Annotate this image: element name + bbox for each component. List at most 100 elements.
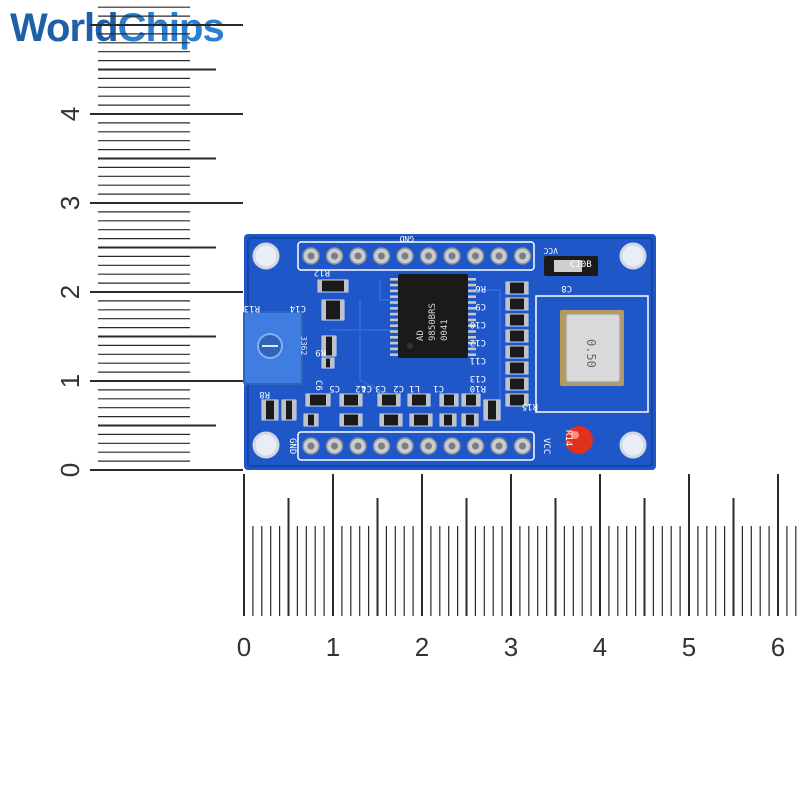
header-pin-hole (354, 252, 362, 260)
header-pin-hole (401, 252, 409, 260)
smd-part-terminal (344, 280, 348, 292)
ic-pin (390, 307, 400, 310)
potentiometer: 3362 (243, 311, 308, 385)
trace (379, 280, 398, 301)
header-pin-hole (519, 252, 526, 260)
silkscreen-label: L2 (355, 383, 366, 393)
ic-pin (466, 336, 476, 339)
smd-part-terminal (292, 400, 296, 420)
header-pin-hole (448, 442, 456, 450)
smd-part-terminal (326, 394, 330, 406)
smd-part-terminal (340, 414, 344, 426)
smd-part-terminal (262, 400, 266, 420)
smd-part-terminal (506, 298, 510, 310)
smd-part-terminal (398, 414, 402, 426)
brand-logo: WorldChips (10, 6, 225, 51)
header-pin-hole (519, 442, 526, 450)
ic-pin (466, 324, 476, 327)
vertical-ruler-label: 4 (55, 107, 85, 121)
ic-pin (390, 295, 400, 298)
smd-part-terminal (340, 394, 344, 406)
ic-pin (466, 353, 476, 356)
ic-pin (466, 312, 476, 316)
silkscreen-label: C2 (393, 383, 404, 393)
smd-part-terminal (322, 300, 326, 320)
ic-label-1: AD (416, 330, 426, 341)
smd-part-terminal (506, 394, 510, 406)
silkscreen-label: C9 (475, 301, 486, 311)
ic-ad9850: AD 9850BRS 0041 (390, 274, 476, 358)
ic-pin (466, 289, 476, 293)
smd-part-terminal (506, 282, 510, 294)
silkscreen-label: C10B (570, 260, 592, 270)
smd-part-terminal (524, 394, 528, 406)
smd-part-terminal (484, 400, 488, 420)
horizontal-ruler-label: 6 (771, 632, 785, 662)
trace (470, 289, 501, 420)
smd-part-terminal (476, 394, 480, 406)
smd-part-terminal (440, 394, 444, 406)
pcb-board: GND VCC GND VCC AD 9850BRS 0041 (243, 234, 656, 470)
pcb-traces (330, 280, 501, 420)
mount-hole-br (619, 431, 647, 459)
smd-part-terminal (274, 400, 278, 420)
ic-pin (390, 324, 400, 327)
smd-part-terminal (332, 336, 336, 356)
vertical-ruler-label: 2 (55, 285, 85, 299)
pot-text: 3362 (299, 336, 308, 355)
smd-part-terminal (462, 414, 466, 426)
led (565, 426, 593, 454)
silkscreen-label: C6 (313, 380, 323, 391)
header-pin-hole (425, 252, 432, 260)
ic-pin (390, 341, 400, 345)
ic-pin (390, 318, 400, 322)
silkscreen-label: C5 (329, 383, 340, 393)
smd-part-terminal (340, 300, 344, 320)
silkscreen-label: C13 (470, 373, 486, 383)
header-pin-hole (307, 252, 315, 260)
crystal-outline (535, 295, 649, 413)
silkscreen-label: C3 (375, 383, 386, 393)
silkscreen-label: L1 (409, 383, 420, 393)
part-c10b-label (554, 260, 582, 272)
horizontal-ruler-label: 0 (237, 632, 251, 662)
silkscreen-label: C1 (433, 383, 444, 393)
smd-part-terminal (454, 394, 458, 406)
header-pins-bottom (297, 431, 535, 461)
smd-part-terminal (524, 346, 528, 358)
ic-pin (390, 283, 400, 287)
smd-part-terminal (282, 400, 286, 420)
smd-part-terminal (318, 280, 322, 292)
ic-pin (466, 307, 476, 310)
vertical-ruler-label: 3 (55, 196, 85, 210)
silkscreen-label: R10 (470, 383, 486, 393)
ic-pin (466, 295, 476, 298)
smd-part-terminal (440, 414, 444, 426)
smd-part-terminal (322, 358, 326, 368)
horizontal-ruler-label: 2 (415, 632, 429, 662)
ic-pin (466, 347, 476, 351)
silk-vcc-bottom: VCC (541, 438, 551, 454)
silkscreen-label: R12 (314, 267, 330, 277)
smd-part-terminal (506, 378, 510, 390)
silk-vcc-top: VCC (543, 246, 558, 255)
ic-pin (390, 336, 400, 339)
smd-part-terminal (474, 414, 478, 426)
ic-pin (390, 289, 400, 293)
smd-part (317, 279, 349, 293)
silkscreen-label: C10 (470, 319, 486, 329)
header-pin-hole (425, 442, 432, 450)
smd-part-terminal (380, 414, 384, 426)
ic-pin (390, 347, 400, 351)
ic-label-2: 9850BRS (428, 303, 438, 341)
silkscreen-label: R15 (522, 401, 538, 411)
crystal-text: 0.50 (584, 339, 598, 368)
silk-gnd-bottom: GND (287, 438, 297, 454)
header-pin-hole (378, 252, 385, 260)
header-pin-hole (401, 442, 409, 450)
silk-gnd-top: GND (399, 234, 414, 243)
header-pin-hole (472, 442, 479, 450)
silkscreen-label: R9 (315, 347, 326, 357)
